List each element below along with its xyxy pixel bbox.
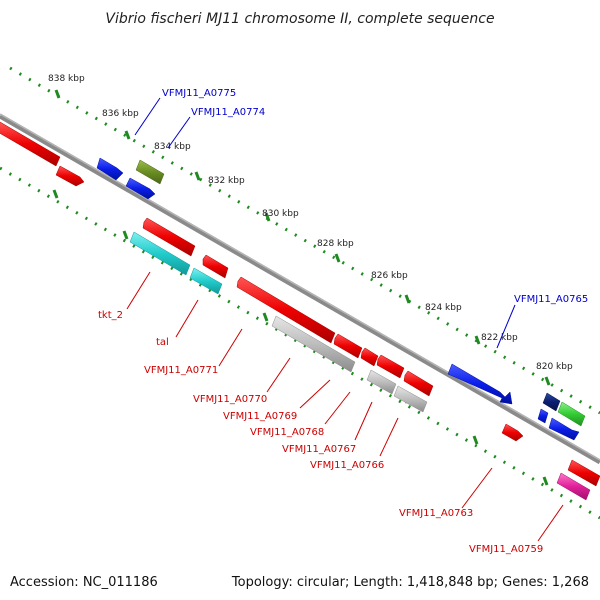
kbp-label: 824 kbp	[425, 303, 462, 313]
gene-feature-red[interactable]	[403, 370, 434, 397]
kbp-label: 834 kbp	[154, 142, 191, 152]
map-title: Vibrio fischeri MJ11 chromosome II, comp…	[105, 11, 494, 27]
gene-feature-blue[interactable]	[548, 417, 580, 441]
gene-feature-magenta[interactable]	[556, 472, 591, 501]
gene-label[interactable]: VFMJ11_A0765	[514, 294, 588, 305]
gene-labels: VFMJ11_A0775 VFMJ11_A0774 VFMJ11_A0765 t…	[98, 88, 588, 555]
gene-label[interactable]: VFMJ11_A0759	[469, 544, 543, 555]
gene-feature-red[interactable]	[567, 459, 600, 487]
gene-label[interactable]: VFMJ11_A0774	[191, 107, 265, 118]
gene-feature-grey[interactable]	[393, 385, 428, 413]
kbp-label: 838 kbp	[48, 74, 85, 84]
gene-label[interactable]: VFMJ11_A0767	[282, 444, 356, 455]
kbp-label: 820 kbp	[536, 362, 573, 372]
accession-text: Accession: NC_011186	[10, 575, 158, 590]
gene-feature-grey[interactable]	[366, 369, 397, 395]
gene-feature-navy[interactable]	[542, 392, 561, 412]
gene-feature-red[interactable]	[0, 121, 61, 167]
gene-label[interactable]: tkt_2	[98, 310, 123, 321]
gene-label[interactable]: VFMJ11_A0768	[250, 427, 324, 438]
gene-feature-green[interactable]	[557, 401, 586, 427]
gene-feature-blue[interactable]	[96, 157, 124, 181]
gene-feature-cyan[interactable]	[189, 267, 223, 295]
genome-summary-text: Topology: circular; Length: 1,418,848 bp…	[231, 575, 589, 590]
gene-feature-grey[interactable]	[271, 315, 356, 373]
gene-feature-red[interactable]	[333, 333, 363, 359]
chromosome-backbone-highlight	[0, 113, 600, 461]
gene-feature-blue[interactable]	[447, 363, 513, 405]
inner-tick-track	[0, 166, 600, 520]
gene-feature-red[interactable]	[501, 423, 524, 442]
gene-label[interactable]: VFMJ11_A0771	[144, 365, 218, 376]
gene-features	[0, 121, 600, 501]
gene-feature-red[interactable]	[202, 254, 229, 279]
label-leaders	[126, 97, 564, 542]
kbp-label: 836 kbp	[102, 109, 139, 119]
gene-feature-blue[interactable]	[537, 408, 549, 424]
outer-tick-track	[9, 66, 600, 415]
gene-label[interactable]: VFMJ11_A0770	[193, 394, 267, 405]
scale-labels: 838 kbp 836 kbp 834 kbp 832 kbp 830 kbp …	[48, 74, 573, 372]
gene-feature-red[interactable]	[55, 165, 85, 187]
kbp-label: 822 kbp	[481, 333, 518, 343]
kbp-label: 826 kbp	[371, 271, 408, 281]
gene-label[interactable]: VFMJ11_A0763	[399, 508, 473, 519]
kbp-label: 830 kbp	[262, 209, 299, 219]
gene-label[interactable]: VFMJ11_A0775	[162, 88, 236, 99]
chromosome-backbone	[0, 113, 600, 465]
kbp-label: 828 kbp	[317, 239, 354, 249]
gene-feature-red[interactable]	[142, 217, 196, 257]
gene-label[interactable]: VFMJ11_A0766	[310, 460, 384, 471]
gene-feature-red[interactable]	[236, 276, 336, 344]
gene-label[interactable]: tal	[156, 337, 169, 348]
gene-feature-blue[interactable]	[125, 177, 156, 200]
gene-feature-olive[interactable]	[135, 159, 165, 185]
gene-label[interactable]: VFMJ11_A0769	[223, 411, 297, 422]
gene-feature-red[interactable]	[376, 354, 405, 379]
kbp-label: 832 kbp	[208, 176, 245, 186]
gene-feature-red[interactable]	[360, 347, 379, 367]
gene-feature-cyan[interactable]	[129, 231, 191, 276]
